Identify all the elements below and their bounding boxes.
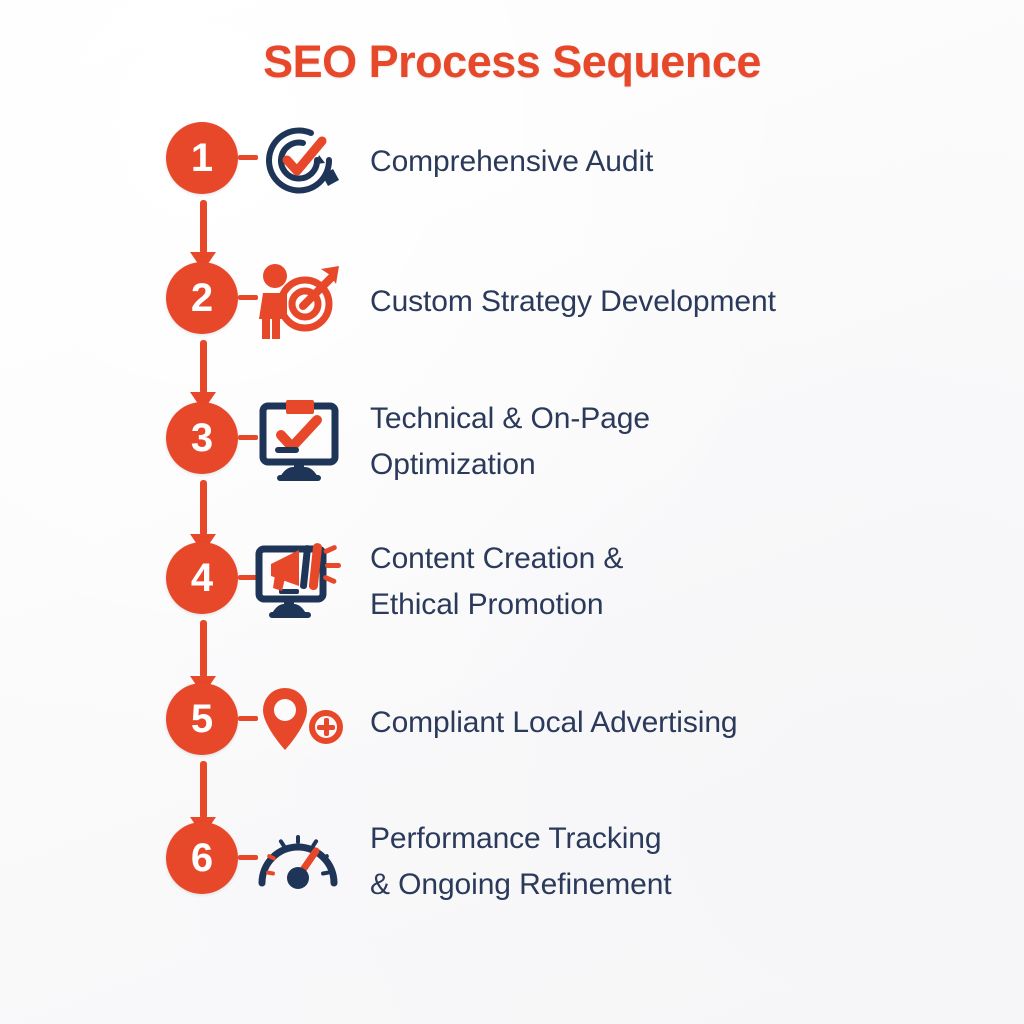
person-target-arrow-icon — [252, 258, 346, 342]
step-label-3: Technical & On-Page Optimization — [370, 402, 970, 482]
step-connector-dash-3 — [238, 435, 258, 440]
step-row-1: 1 Comprehensive Audit — [0, 122, 1024, 222]
step-connector-dash-2 — [238, 295, 258, 300]
step-row-5: 5 Compliant Local Advertising — [0, 683, 1024, 783]
step-label-6-line2: & Ongoing Refinement — [370, 868, 672, 901]
step-connector-dash-6 — [238, 855, 258, 860]
step-connector-dash-1 — [238, 155, 258, 160]
step-connector-dash-4 — [238, 575, 258, 580]
step-label-3-line1: Technical & On-Page — [370, 402, 650, 436]
step-label-2: Custom Strategy Development — [370, 262, 970, 342]
audit-target-check-icon — [252, 118, 346, 202]
step-badge-2[interactable]: 2 — [166, 262, 238, 334]
monitor-megaphone-icon — [252, 538, 346, 622]
step-row-6: 6 Performance Tracking & Ongoing Refinem… — [0, 822, 1024, 922]
step-label-3-line2: Optimization — [370, 448, 536, 481]
step-label-1-line1: Comprehensive Audit — [370, 145, 654, 179]
step-label-2-line1: Custom Strategy Development — [370, 285, 776, 319]
step-badge-4[interactable]: 4 — [166, 542, 238, 614]
step-label-5-line1: Compliant Local Advertising — [370, 706, 738, 740]
step-label-5: Compliant Local Advertising — [370, 683, 970, 763]
step-badge-5[interactable]: 5 — [166, 683, 238, 755]
monitor-checklist-icon — [252, 398, 346, 482]
map-pin-plus-icon — [252, 679, 346, 763]
step-badge-1[interactable]: 1 — [166, 122, 238, 194]
step-badge-3[interactable]: 3 — [166, 402, 238, 474]
page-title: SEO Process Sequence — [263, 36, 761, 87]
step-row-4: 4 Content Creation & Ethical Promotion — [0, 542, 1024, 642]
step-label-4-line2: Ethical Promotion — [370, 588, 604, 621]
step-badge-6[interactable]: 6 — [166, 822, 238, 894]
step-row-3: 3 Technical & On-Page Optimization — [0, 400, 1024, 502]
step-label-4-line1: Content Creation & — [370, 542, 624, 576]
step-label-6: Performance Tracking & Ongoing Refinemen… — [370, 822, 970, 902]
speedometer-gauge-icon — [252, 818, 346, 902]
step-connector-dash-5 — [238, 716, 258, 721]
step-label-1: Comprehensive Audit — [370, 122, 970, 202]
step-label-6-line1: Performance Tracking — [370, 822, 662, 856]
step-label-4: Content Creation & Ethical Promotion — [370, 542, 970, 622]
step-row-2: 2 Custom Strategy Development — [0, 262, 1024, 362]
